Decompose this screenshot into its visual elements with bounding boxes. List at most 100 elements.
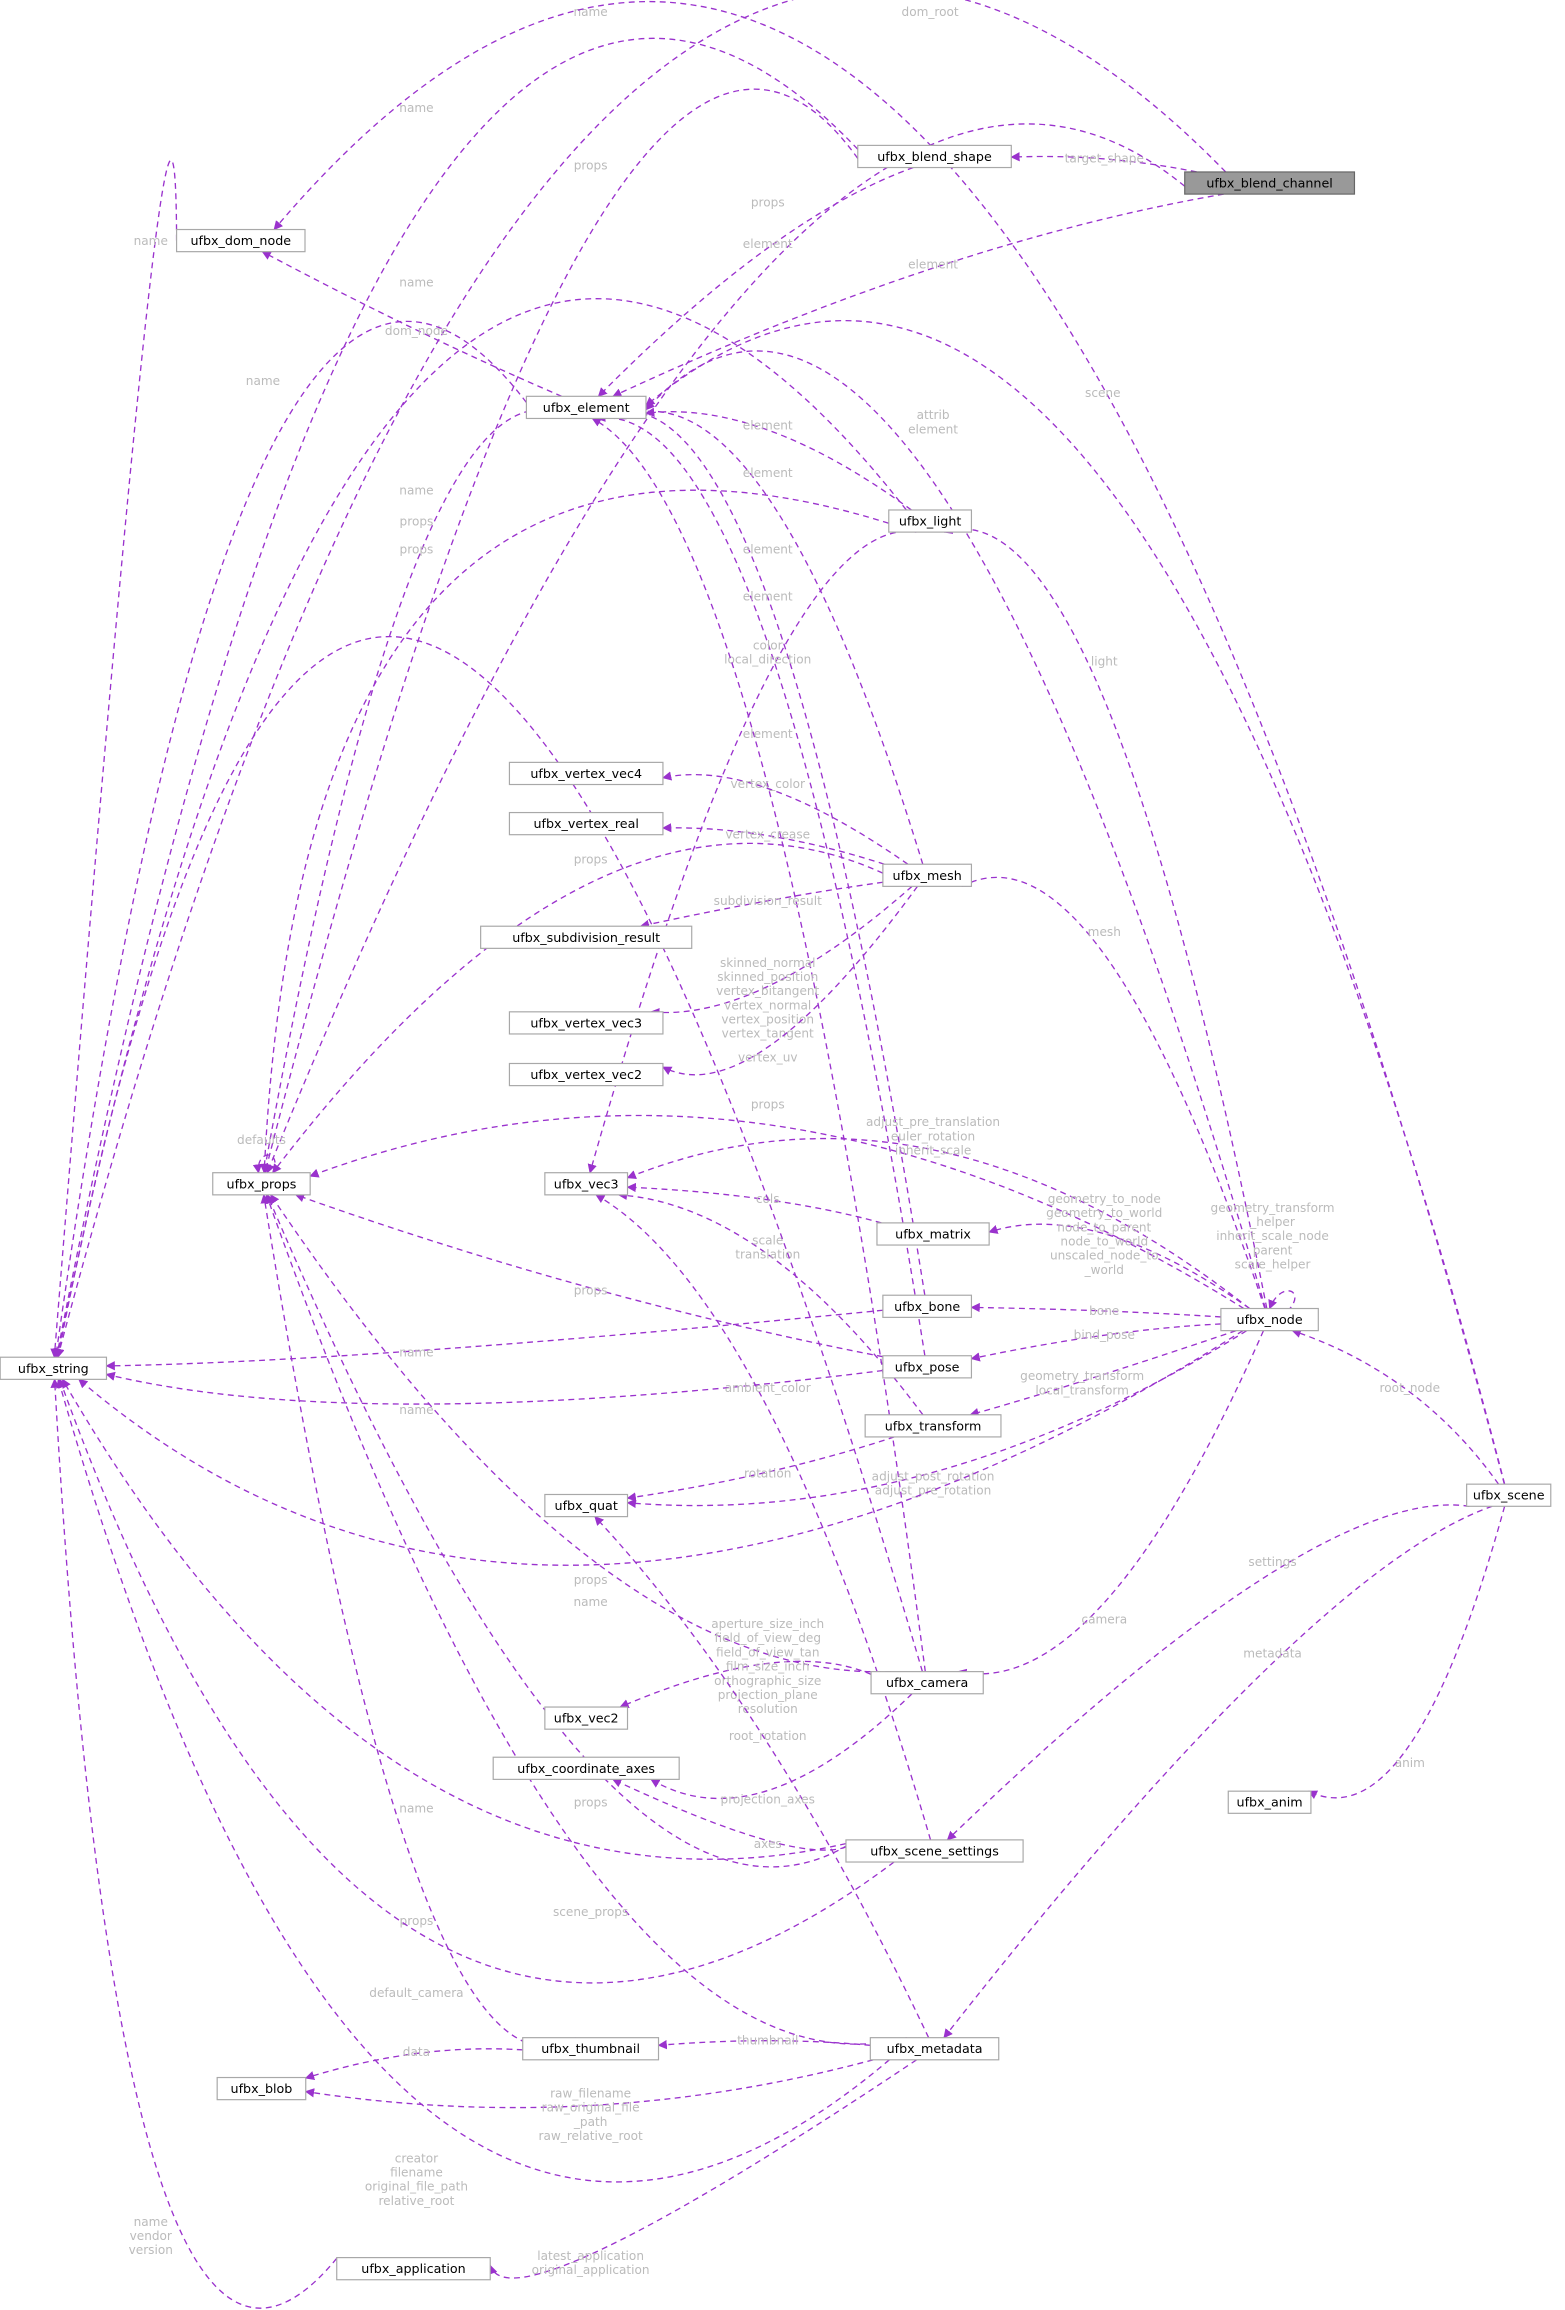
edge-label-line: camera <box>1081 1613 1127 1627</box>
edge-ufbx-node-to-ufbx-props: props <box>309 1098 1245 1310</box>
edge-label: element <box>743 237 793 251</box>
edge-label: projection_axes <box>721 1793 815 1807</box>
node-ufbx-bone[interactable]: ufbx_bone <box>882 1294 973 1318</box>
edge-label: vertex_color <box>730 777 805 791</box>
node-box <box>508 1062 664 1087</box>
edge-label-line: _helper <box>1249 1215 1295 1229</box>
edge-line <box>626 1182 882 1224</box>
edge-line <box>53 37 859 1359</box>
edge-label: props <box>574 159 608 173</box>
edge-ufbx-blend-channel-to-ufbx-string: name <box>55 0 1227 1359</box>
node-ufbx-coordinate-axes[interactable]: ufbx_coordinate_axes <box>492 1756 680 1780</box>
node-label: ufbx_metadata <box>887 2041 983 2056</box>
edge-label-line: bone <box>1089 1304 1119 1318</box>
edge-ufbx-scene-settings-to-ufbx-string: default_camera <box>58 1378 895 2000</box>
edge-line <box>612 1778 847 1851</box>
edge-label-line: vertex_uv <box>738 1050 798 1064</box>
edge-line <box>626 1330 1247 1509</box>
node-label: ufbx_scene <box>1473 1488 1545 1503</box>
edge-label: rotation <box>744 1467 791 1481</box>
edge-ufbx-blend-channel-to-ufbx-blend-shape: target_shape <box>1010 151 1197 173</box>
node-label: ufbx_blend_channel <box>1206 176 1332 191</box>
edge-label-line: geometry_to_world <box>1046 1206 1162 1220</box>
edge-ufbx-node-to-ufbx-bone: bone <box>970 1302 1221 1318</box>
edge-label-line: props <box>400 543 434 557</box>
edge-label-line: latest_application <box>537 2249 644 2263</box>
edge-label-line: target_shape <box>1065 151 1144 165</box>
edge-label-line: node_to_parent <box>1057 1220 1151 1234</box>
node-label: ufbx_thumbnail <box>541 2041 640 2056</box>
edge-ufbx-camera-to-ufbx-element: element <box>591 417 926 1672</box>
node-ufbx-mesh[interactable]: ufbx_mesh <box>882 863 973 887</box>
node-label: ufbx_light <box>899 514 962 529</box>
node-ufbx-blend-channel[interactable]: ufbx_blend_channel <box>1184 171 1356 195</box>
node-ufbx-quat[interactable]: ufbx_quat <box>544 1493 629 1518</box>
edge-label-line: ambient_color <box>725 1381 811 1395</box>
node-ufbx-element[interactable]: ufbx_element <box>525 395 647 420</box>
edge-label-line: scale <box>752 1233 783 1247</box>
node-ufbx-pose[interactable]: ufbx_pose <box>882 1355 973 1379</box>
edge-line <box>645 350 1267 1309</box>
edge-label-line: adjust_pre_translation <box>866 1115 1000 1129</box>
edge-label: props <box>400 1914 434 1928</box>
node-ufbx-vec2[interactable]: ufbx_vec2 <box>544 1706 629 1730</box>
edge-label-line: props <box>574 1796 608 1810</box>
node-box <box>869 2037 1000 2061</box>
node-ufbx-transform[interactable]: ufbx_transform <box>864 1414 1002 1438</box>
node-box <box>864 1414 1002 1438</box>
node-ufbx-vertex-vec4[interactable]: ufbx_vertex_vec4 <box>508 761 664 786</box>
node-ufbx-node[interactable]: ufbx_node <box>1220 1307 1319 1332</box>
node-label: ufbx_vec3 <box>554 1176 619 1191</box>
edge-line <box>488 2059 917 2279</box>
edge-ufbx-pose-to-ufbx-props: props <box>294 1193 883 1358</box>
node-ufbx-light[interactable]: ufbx_light <box>888 509 973 533</box>
node-ufbx-vertex-real[interactable]: ufbx_vertex_real <box>508 811 664 836</box>
edge-ufbx-camera-to-ufbx-string: name <box>54 483 924 1672</box>
node-ufbx-camera[interactable]: ufbx_camera <box>870 1671 984 1695</box>
node-ufbx-subdivision-result[interactable]: ufbx_subdivision_result <box>480 925 693 949</box>
edge-label-line: unscaled_node_to <box>1050 1249 1159 1263</box>
edge-label: thumbnail <box>737 2033 798 2047</box>
edge-line <box>612 193 1224 397</box>
node-ufbx-matrix[interactable]: ufbx_matrix <box>876 1222 990 1246</box>
node-box <box>508 811 664 836</box>
edge-label: name <box>246 374 280 388</box>
node-ufbx-blend-shape[interactable]: ufbx_blend_shape <box>857 144 1012 169</box>
node-ufbx-scene-settings[interactable]: ufbx_scene_settings <box>845 1839 1024 1863</box>
node-ufbx-application[interactable]: ufbx_application <box>336 2257 491 2281</box>
node-ufbx-scene[interactable]: ufbx_scene <box>1466 1483 1552 1507</box>
edge-label-line: parent <box>1253 1243 1293 1257</box>
node-ufbx-vertex-vec2[interactable]: ufbx_vertex_vec2 <box>508 1062 664 1087</box>
node-ufbx-vec3[interactable]: ufbx_vec3 <box>544 1172 629 1196</box>
node-ufbx-metadata[interactable]: ufbx_metadata <box>869 2037 1000 2061</box>
edge-ufbx-bone-to-ufbx-string: name <box>105 1309 883 1371</box>
edge-line <box>662 771 909 865</box>
node-ufbx-blob[interactable]: ufbx_blob <box>216 2076 307 2101</box>
edge-label-line: _world <box>1084 1263 1124 1277</box>
node-ufbx-string[interactable]: ufbx_string <box>0 1356 108 1380</box>
edge-line <box>1010 152 1197 173</box>
edge-ufbx-scene-to-ufbx-element: scene <box>645 320 1506 1485</box>
edge-line <box>657 2040 871 2050</box>
node-ufbx-dom-node[interactable]: ufbx_dom_node <box>175 228 306 253</box>
edge-ufbx-scene-settings-to-ufbx-coordinate-axes: axes <box>612 1778 847 1851</box>
node-ufbx-props[interactable]: ufbx_props <box>212 1172 311 1196</box>
edge-line <box>270 1194 892 1673</box>
edge-label: ambient_color <box>725 1381 811 1395</box>
edge-label-line: mesh <box>1088 925 1121 939</box>
edge-label: props <box>400 543 434 557</box>
edge-label-line: relative_root <box>378 2194 454 2208</box>
node-ufbx-anim[interactable]: ufbx_anim <box>1227 1790 1312 1814</box>
edge-ufbx-thumbnail-to-ufbx-props: props <box>260 1193 576 2048</box>
node-ufbx-vertex-vec3[interactable]: ufbx_vertex_vec3 <box>508 1011 664 1035</box>
edge-ufbx-blend-channel-to-ufbx-element: element <box>612 193 1224 397</box>
edge-label: name <box>399 1345 433 1359</box>
node-ufbx-thumbnail[interactable]: ufbx_thumbnail <box>522 2037 660 2061</box>
edge-label-line: element <box>743 237 793 251</box>
